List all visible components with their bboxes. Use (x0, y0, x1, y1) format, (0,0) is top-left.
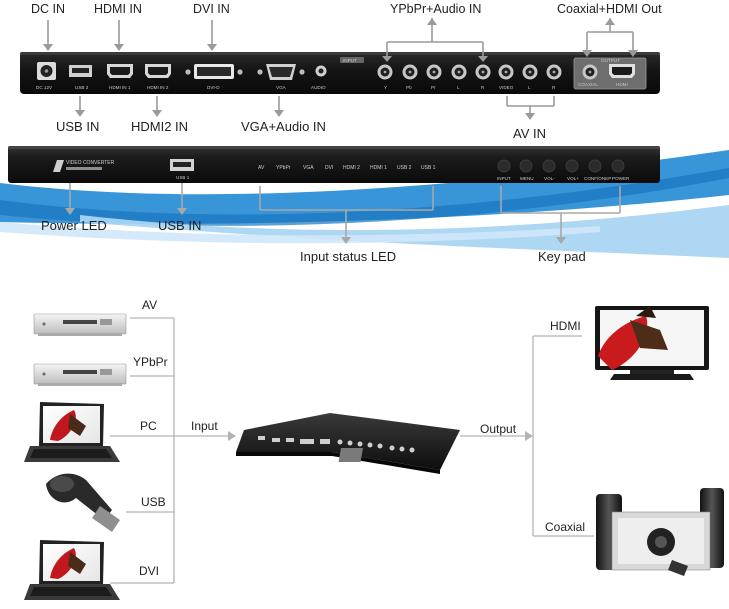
dvi-port (185, 64, 243, 79)
coaxial-out-port (582, 64, 598, 80)
svg-text:CONF/ONEP: CONF/ONEP (584, 176, 611, 181)
callout-dvi-in: DVI IN (193, 2, 230, 16)
laptop-icon (24, 540, 120, 600)
video-converter-device-icon (236, 413, 460, 474)
svg-text:VIDEO CONVERTER: VIDEO CONVERTER (66, 160, 115, 166)
callout-dc-in: DC IN (31, 2, 66, 16)
svg-text:AV: AV (258, 165, 265, 171)
source-label-av: AV (142, 298, 158, 312)
connection-lines (110, 317, 594, 584)
usb-1-port: USB 1 (170, 159, 194, 180)
svg-text:USB 2: USB 2 (75, 85, 89, 90)
hdmi-in-1-port (107, 64, 133, 78)
callout-hdmi-in: HDMI IN (94, 2, 142, 16)
front-callout-lines (65, 183, 621, 244)
svg-text:DVI: DVI (325, 165, 333, 171)
output-label-hdmi: HDMI (550, 319, 581, 333)
svg-text:HDMI: HDMI (616, 82, 628, 87)
callout-usb-in: USB IN (56, 119, 100, 134)
svg-text:HDMI 1: HDMI 1 (370, 165, 387, 171)
svg-text:COAXIAL: COAXIAL (578, 82, 598, 87)
callout-av-in: AV IN (513, 126, 546, 141)
speaker-system-icon (596, 488, 724, 576)
brand-logo: VIDEO CONVERTER (53, 160, 115, 172)
callout-power-led: Power LED (41, 218, 107, 233)
svg-text:HDMI IN 1: HDMI IN 1 (109, 85, 131, 90)
audio-jack-port (315, 65, 327, 77)
callout-ypbpr-audio-in: YPbPr+Audio IN (390, 2, 482, 16)
hdmi-in-2-port (145, 64, 171, 78)
source-label-ypbpr: YPbPr (133, 355, 168, 369)
svg-text:R: R (481, 85, 485, 90)
callout-input-status-led: Input status LED (300, 249, 397, 264)
output-flow-label: Output (480, 422, 517, 436)
svg-text:Y: Y (384, 85, 387, 90)
svg-text:DVI-D: DVI-D (207, 85, 220, 90)
svg-text:DC 12V: DC 12V (36, 85, 53, 90)
svg-text:L: L (528, 85, 531, 90)
dc-jack-port (37, 62, 56, 80)
front-panel: VIDEO CONVERTER USB 1 AV YPbPr VGA DVI H… (8, 146, 660, 183)
svg-text:HDMI 2: HDMI 2 (343, 165, 360, 171)
keypad-buttons (497, 159, 625, 173)
svg-text:VGA: VGA (303, 165, 314, 171)
input-flow-label: Input (191, 419, 218, 433)
callout-coaxial-hdmi-out: Coaxial+HDMI Out (557, 2, 662, 16)
svg-text:R: R (552, 85, 556, 90)
svg-text:VGA: VGA (276, 85, 287, 90)
svg-text:INPUT: INPUT (343, 58, 357, 63)
svg-text:L: L (457, 85, 460, 90)
vga-port (257, 64, 305, 80)
svg-text:VOL-: VOL- (544, 176, 555, 181)
laptop-icon (24, 402, 120, 462)
input-status-led-labels: AV YPbPr VGA DVI HDMI 2 HDMI 1 USB 2 USB… (258, 165, 436, 171)
keypad-labels: INPUT MENU VOL- VOL+ CONF/ONEP POWER (497, 176, 630, 181)
svg-text:USB 1: USB 1 (421, 165, 436, 171)
source-label-usb: USB (141, 495, 166, 509)
svg-text:USB 1: USB 1 (176, 175, 190, 180)
dvd-player-icon (33, 313, 127, 336)
dvd-player-icon (33, 363, 127, 386)
source-label-pc: PC (140, 419, 157, 433)
svg-text:MENU: MENU (520, 176, 534, 181)
rear-engraved-labels: DC 12V USB 2 HDMI IN 1 HDMI IN 2 DVI-D V… (36, 58, 628, 90)
hdmi-out-port (609, 64, 635, 78)
usb-adapter-icon (46, 473, 120, 532)
source-label-dvi: DVI (139, 564, 160, 578)
usb-2-port (69, 65, 92, 77)
flow-arrows (228, 431, 533, 441)
svg-text:Pr: Pr (431, 85, 436, 90)
svg-text:VOL+: VOL+ (567, 176, 579, 181)
output-label-coaxial: Coaxial (545, 520, 586, 534)
svg-text:VIDEO: VIDEO (499, 85, 514, 90)
svg-text:HDMI IN 2: HDMI IN 2 (147, 85, 169, 90)
svg-text:AUDIO: AUDIO (311, 85, 326, 90)
svg-text:Pb: Pb (406, 85, 412, 90)
svg-text:POWER: POWER (612, 176, 630, 181)
svg-text:INPUT: INPUT (497, 176, 511, 181)
monitor-icon (595, 306, 709, 380)
svg-text:YPbPr: YPbPr (276, 165, 291, 171)
svg-text:OUTPUT: OUTPUT (601, 58, 620, 63)
callout-hdmi2-in: HDMI2 IN (131, 119, 189, 134)
rear-panel: DC 12V USB 2 HDMI IN 1 HDMI IN 2 DVI-D V… (20, 52, 660, 94)
svg-text:USB 2: USB 2 (397, 165, 412, 171)
callout-key-pad: Key pad (538, 249, 586, 264)
rear-callout-lines (43, 18, 638, 120)
callout-vga-audio-in: VGA+Audio IN (241, 119, 326, 134)
callout-front-usb-in: USB IN (158, 218, 202, 233)
